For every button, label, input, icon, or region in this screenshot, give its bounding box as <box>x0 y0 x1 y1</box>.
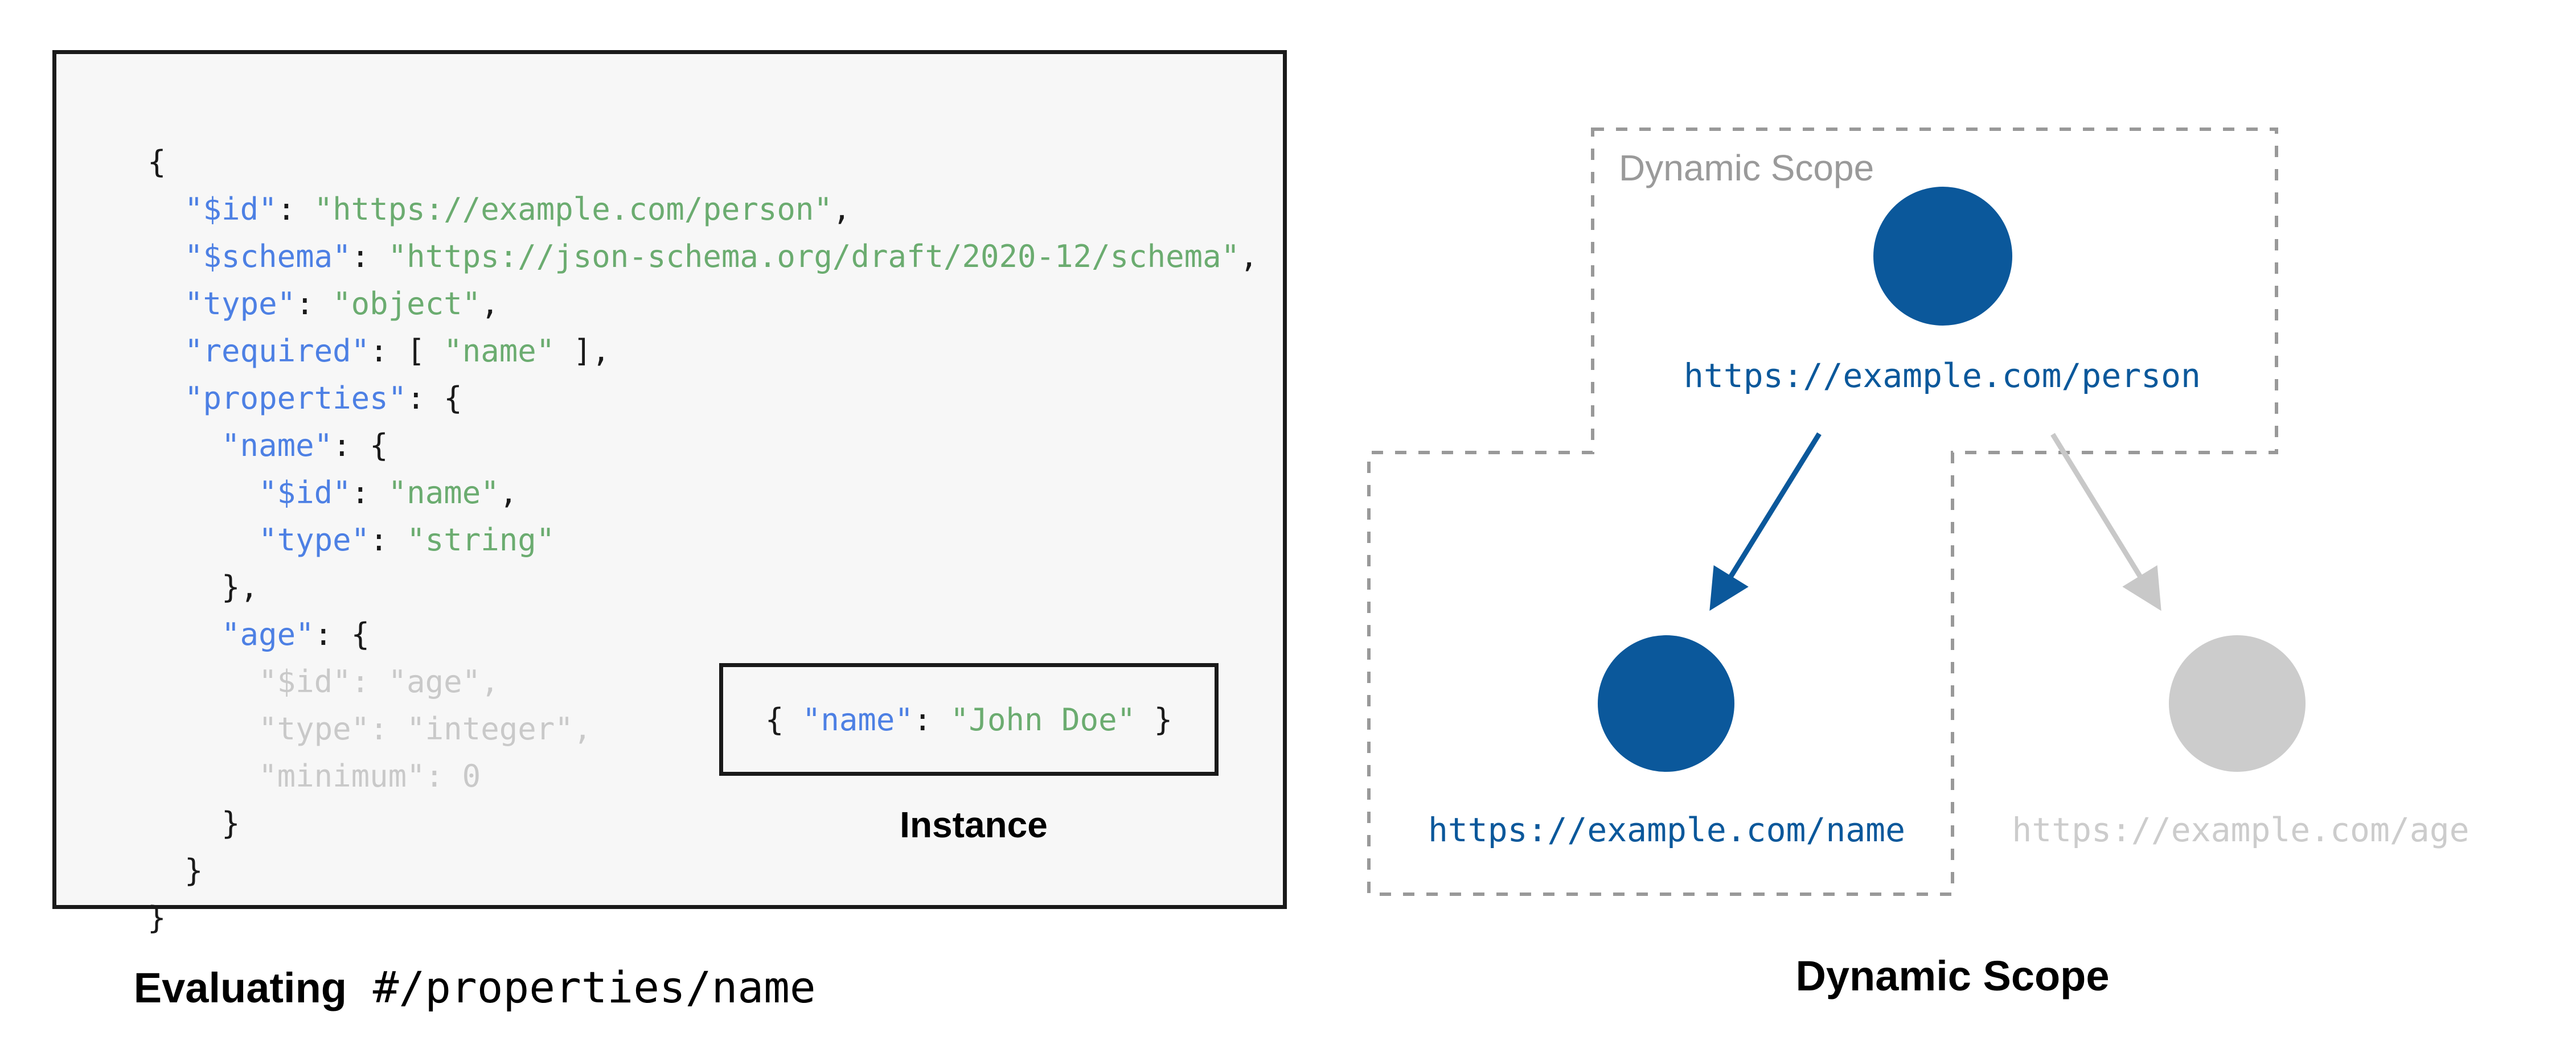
schema-code: { "$id": "https://example.com/person", "… <box>147 138 1258 941</box>
instance-box: { "name": "John Doe" } <box>719 663 1219 776</box>
code-token: "https://json-schema.org/draft/2020-12/s… <box>388 238 1240 274</box>
node-person-circle <box>1873 187 2012 326</box>
code-line: "type": "string" <box>147 516 1258 563</box>
code-token: "$schema" <box>184 238 351 274</box>
code-line: }, <box>147 563 1258 611</box>
node-age-circle <box>2169 635 2306 772</box>
code-token: { <box>765 701 802 738</box>
code-line: } <box>147 847 1258 894</box>
code-token: "type" <box>184 286 296 322</box>
code-token: } <box>1135 701 1173 738</box>
code-token: } <box>147 900 166 936</box>
code-token: "age" <box>221 616 314 652</box>
code-token: "https://example.com/person" <box>314 191 832 227</box>
code-token: : <box>370 522 407 558</box>
code-token: "$id": "age", <box>147 664 499 700</box>
code-line: "age": { <box>147 611 1258 658</box>
code-token: }, <box>147 569 259 605</box>
code-line: { <box>147 138 1258 186</box>
arrow-person-to-age <box>2050 433 2161 611</box>
code-line: "$schema": "https://json-schema.org/draf… <box>147 233 1258 280</box>
code-token: , <box>832 191 851 227</box>
dynamic-scope-outline <box>1367 127 2278 896</box>
code-token: : [ <box>370 333 444 369</box>
code-token: : <box>913 701 950 738</box>
code-token: : <box>351 238 388 274</box>
code-token: "string" <box>407 522 555 558</box>
schema-code-panel: { "$id": "https://example.com/person", "… <box>52 50 1287 936</box>
code-token: "name" <box>221 427 333 463</box>
left-caption-pointer: #/properties/name <box>346 962 816 1013</box>
code-token: , <box>1240 238 1258 274</box>
code-token: "type": "integer", <box>147 711 592 747</box>
code-line: "type": "integer", <box>147 705 1258 752</box>
code-token: "required" <box>184 333 370 369</box>
code-token: { <box>147 144 166 180</box>
node-person-url: https://example.com/person <box>1684 356 2201 395</box>
code-line: "properties": { <box>147 375 1258 422</box>
arrow-person-to-name <box>1709 432 1822 611</box>
left-caption: Evaluating #/properties/name <box>124 952 816 1023</box>
dynamic-scope-box-label: Dynamic Scope <box>1619 147 1874 188</box>
node-name-circle <box>1598 635 1734 772</box>
code-token: ], <box>555 333 610 369</box>
code-token: : { <box>333 427 388 463</box>
code-token: "minimum": 0 <box>147 758 481 794</box>
code-token: : { <box>407 380 462 416</box>
left-caption-bold: Evaluating <box>133 964 347 1011</box>
code-token: "$id" <box>259 475 351 511</box>
code-line: "$id": "age", <box>147 658 1258 705</box>
code-token: "name" <box>388 475 499 511</box>
code-line: "required": [ "name" ], <box>147 327 1258 375</box>
code-token: "name" <box>802 701 913 738</box>
code-line: } <box>147 800 1258 847</box>
code-token: } <box>147 853 203 889</box>
code-token: "$id" <box>184 191 277 227</box>
node-name-url: https://example.com/name <box>1428 811 1906 849</box>
code-token: , <box>481 286 499 322</box>
code-token: : <box>277 191 314 227</box>
code-line: "$id": "name", <box>147 469 1258 516</box>
code-token: "type" <box>259 522 370 558</box>
code-line: "name": { <box>147 422 1258 469</box>
code-line: "$id": "https://example.com/person", <box>147 186 1258 233</box>
instance-code: { "name": "John Doe" } <box>765 702 1172 738</box>
code-token: , <box>499 475 518 511</box>
code-token: : <box>351 475 388 511</box>
code-token: : { <box>314 616 370 652</box>
code-token: : <box>296 286 333 322</box>
code-token: "name" <box>444 333 555 369</box>
code-line: "minimum": 0 <box>147 752 1258 800</box>
right-caption: Dynamic Scope <box>1795 952 2110 999</box>
instance-label: Instance <box>900 804 1048 845</box>
node-age-url: https://example.com/age <box>2012 811 2470 849</box>
code-line: "type": "object", <box>147 280 1258 327</box>
code-line: } <box>147 894 1258 941</box>
code-token: "properties" <box>184 380 407 416</box>
code-token: } <box>147 805 240 841</box>
code-token: "John Doe" <box>950 701 1136 738</box>
code-token: "object" <box>333 286 481 322</box>
